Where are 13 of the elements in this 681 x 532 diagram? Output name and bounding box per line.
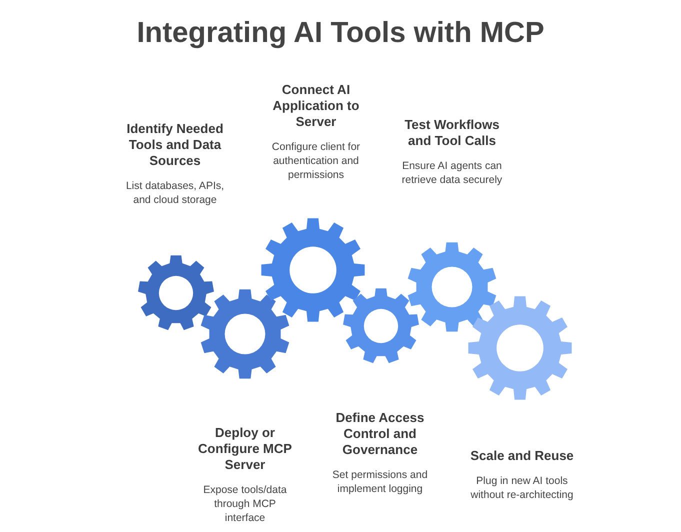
step-description: Ensure AI agents can retrieve data securely [400,159,504,187]
step-heading: Identify Needed Tools and Data Sources [126,121,224,169]
step-description: Plug in new AI tools without re-architecting [470,474,574,502]
step-heading: Define Access Control and Governance [334,410,426,458]
step-description: Expose tools/data through MCP interface [202,483,288,525]
step-description: List databases, APIs, and cloud storage [124,179,226,207]
step-description: Configure client for authentication and permissions [270,140,362,182]
step-heading: Test Workflows and Tool Calls [404,117,500,149]
step-description: Set permissions and implement logging [331,468,429,496]
step-heading: Deploy or Configure MCP Server [197,425,293,473]
step-heading: Scale and Reuse [470,448,574,464]
step-heading: Connect AI Application to Server [272,82,360,130]
title: Integrating AI Tools with MCP [136,16,546,51]
